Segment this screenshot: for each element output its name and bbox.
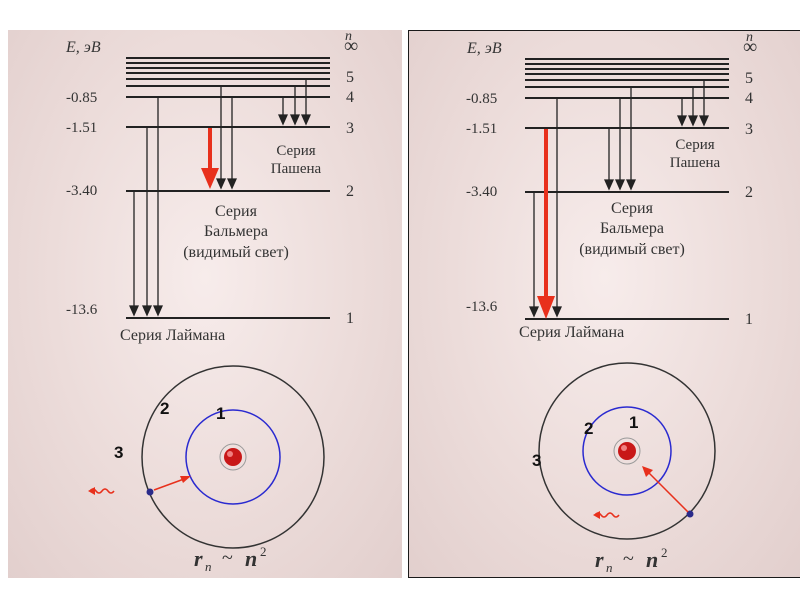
level-n-3: 3 (745, 121, 753, 138)
level-n-2: 2 (745, 184, 753, 201)
balmer-label-2: Бальмера (204, 223, 268, 240)
transition-arrow (153, 478, 185, 491)
svg-text:n: n (245, 546, 257, 571)
energy-axis-label: E, эВ (466, 40, 502, 57)
svg-text:r: r (194, 546, 203, 571)
continuum-lines (525, 58, 729, 88)
orbit-2 (185, 409, 281, 505)
level-n-4: 4 (745, 90, 753, 107)
level-n-3: 3 (346, 120, 354, 137)
lyman-highlight-arrow (537, 129, 555, 319)
electron (146, 488, 154, 496)
level-n-1: 1 (346, 310, 354, 327)
svg-text:r: r (595, 547, 604, 572)
svg-text:2: 2 (661, 545, 668, 560)
level-n-5: 5 (745, 70, 753, 87)
paschen-label-1: Серия (276, 143, 315, 159)
continuum-lines (126, 57, 330, 87)
svg-text:~: ~ (222, 547, 233, 569)
energy-value-4: -0.85 (66, 90, 97, 106)
nucleus (224, 448, 242, 466)
n-axis-label: n (345, 30, 352, 44)
energy-value-3: -1.51 (466, 121, 497, 137)
paschen-label-1: Серия (675, 137, 714, 153)
energy-diagram-left: E, эВ n ∞ 5 4 3 2 1 -0.85 -1.51 -3.40 -1… (8, 30, 402, 578)
balmer-label-2: Бальмера (600, 220, 664, 237)
level-n-2: 2 (346, 183, 354, 200)
nucleus (618, 442, 636, 460)
nucleus-highlight (621, 445, 627, 451)
balmer-label-1: Серия (611, 200, 654, 217)
orbit-label-2: 2 (160, 399, 169, 418)
n-axis-label: n (746, 31, 753, 45)
level-n-1: 1 (745, 311, 753, 328)
svg-text:~: ~ (623, 548, 634, 570)
energy-axis-label: E, эВ (65, 39, 101, 56)
energy-level-diagram-left: E, эВ n ∞ 5 4 3 2 1 -0.85 -1.51 -3.40 -1… (65, 30, 358, 574)
balmer-label-1: Серия (215, 203, 258, 220)
lyman-label: Серия Лаймана (519, 324, 624, 341)
level-n-inf: ∞ (344, 35, 358, 57)
balmer-arrows (215, 86, 238, 190)
orbit-1 (219, 443, 247, 471)
balmer-highlight-arrow (201, 128, 219, 189)
orbit-3 (538, 362, 716, 540)
energy-value-1: -13.6 (66, 302, 98, 318)
orbit-label-3: 3 (532, 451, 541, 470)
lyman-arrows (528, 98, 563, 318)
orbit-1 (613, 437, 641, 465)
lyman-arrows (128, 97, 164, 317)
radius-formula: r n ~ n 2 (595, 545, 668, 575)
balmer-label-3: (видимый свет) (183, 244, 289, 261)
transition-arrow (647, 471, 689, 513)
energy-level-diagram-right: E, эВ n ∞ 5 4 3 2 1 -0.85 -1.51 -3.40 -1… (466, 31, 757, 575)
energy-value-2: -3.40 (466, 184, 497, 200)
orbit-label-1: 1 (216, 404, 225, 423)
level-n-5: 5 (346, 69, 354, 86)
energy-value-2: -3.40 (66, 183, 97, 199)
energy-value-1: -13.6 (466, 299, 498, 315)
orbit-label-2: 2 (584, 419, 593, 438)
orbit-3 (141, 365, 325, 549)
svg-text:n: n (205, 559, 212, 574)
paschen-label-2: Пашена (670, 155, 721, 171)
orbit-label-1: 1 (629, 413, 638, 432)
balmer-arrows (603, 87, 637, 191)
svg-text:2: 2 (260, 544, 267, 559)
energy-value-3: -1.51 (66, 120, 97, 136)
paschen-arrows (277, 79, 312, 126)
nucleus-highlight (227, 451, 233, 457)
lyman-label: Серия Лаймана (120, 327, 225, 344)
orbit-label-3: 3 (114, 443, 123, 462)
bohr-atom-left (88, 365, 325, 549)
orbit-2 (582, 406, 672, 496)
level-n-4: 4 (346, 89, 354, 106)
paschen-arrows (676, 80, 710, 127)
svg-text:n: n (606, 560, 613, 575)
energy-value-4: -0.85 (466, 91, 497, 107)
electron (686, 510, 694, 518)
balmer-label-3: (видимый свет) (579, 241, 685, 258)
level-n-inf: ∞ (743, 36, 757, 58)
radius-formula: r n ~ n 2 (194, 544, 267, 574)
bohr-atom-right (538, 362, 716, 540)
paschen-label-2: Пашена (271, 161, 322, 177)
energy-diagram-right: E, эВ n ∞ 5 4 3 2 1 -0.85 -1.51 -3.40 -1… (408, 30, 800, 578)
svg-text:n: n (646, 547, 658, 572)
